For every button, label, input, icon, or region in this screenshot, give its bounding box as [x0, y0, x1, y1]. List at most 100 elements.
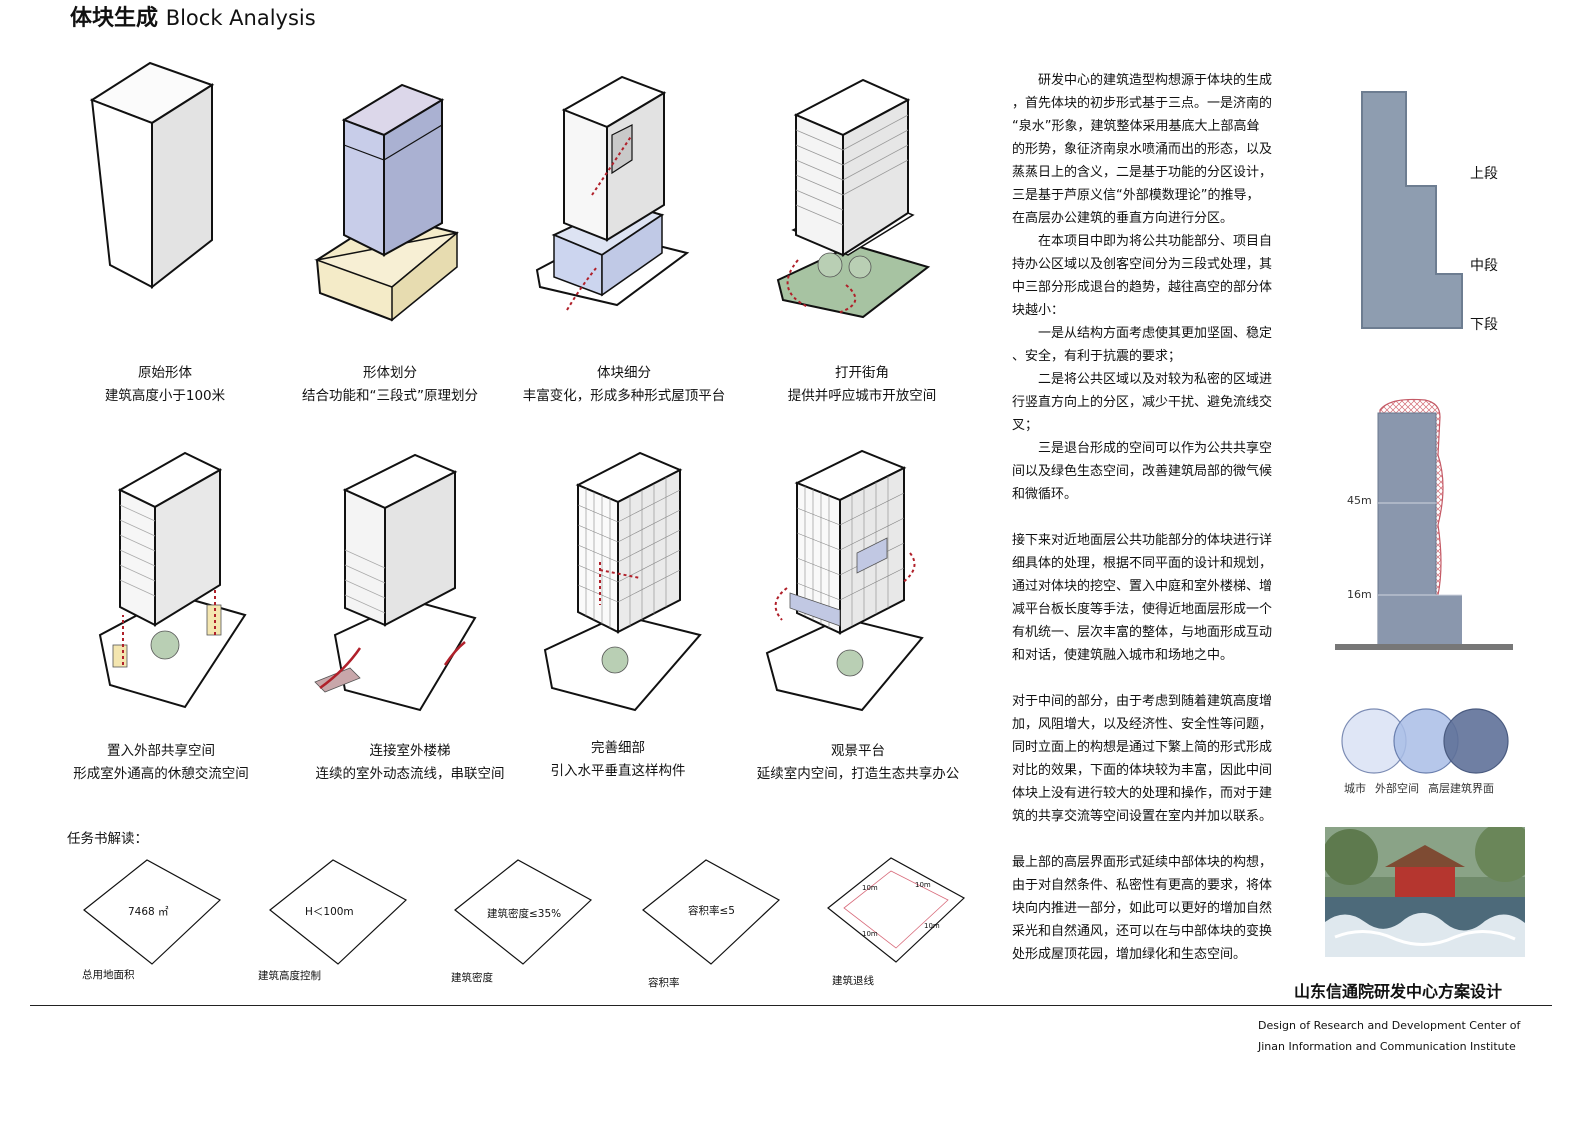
desc-line: 、安全，有利于抗震的要求；: [1012, 349, 1182, 364]
step-7-desc: 引入水平垂直这样构件: [550, 763, 686, 779]
desc-line: 在本项目中即为将公共功能部分、项目自: [1038, 234, 1273, 249]
block-shared-space: [98, 451, 247, 709]
step-5-desc: 形成室外通高的休憩交流空间: [73, 766, 249, 782]
step-3-caption: 体块细分 丰富变化，形成多种形式屋顶平台: [523, 362, 726, 408]
desc-line: 有机统一、层次丰富的整体，与地面形成互动: [1012, 625, 1273, 640]
desc-line: 叉；: [1012, 418, 1039, 433]
block-division: [314, 83, 459, 322]
block-subdivision: [535, 75, 690, 311]
task-label-5: 建筑退线: [832, 975, 874, 987]
spring-photo: [1325, 827, 1525, 957]
step-4-title: 打开街角: [835, 365, 889, 381]
project-title-cn: 山东信通院研发中心方案设计: [1294, 982, 1503, 1001]
step-3-desc: 丰富变化，形成多种形式屋顶平台: [522, 388, 726, 404]
venn-label-outdoor: 外部空间: [1375, 782, 1419, 795]
step-1-caption: 原始形体 建筑高度小于100米: [105, 362, 225, 408]
desc-line: 对比的效果，下面的体块较为丰富，因此中间: [1012, 763, 1273, 778]
desc-line: 和对话，使建筑融入城市和场地之中。: [1012, 648, 1234, 663]
step-8-title: 观景平台: [831, 743, 885, 759]
step-6-desc: 连续的室外动态流线，串联空间: [315, 766, 505, 782]
desc-line: 二是将公共区域以及对较为私密的区域进: [1038, 372, 1273, 387]
desc-line: 一是从结构方面考虑使其更加坚固、稳定: [1038, 326, 1273, 341]
desc-line: “泉水”形象，建筑整体采用基底大上部高耸: [1012, 119, 1260, 134]
desc-line: 体块上没有进行较大的处理和操作，而对于建: [1012, 786, 1273, 801]
step-6-caption: 连接室外楼梯 连续的室外动态流线，串联空间: [316, 740, 505, 786]
block-outdoor-stairs: [314, 453, 477, 712]
task-label-1: 总用地面积: [82, 969, 135, 981]
block-open-corner: [776, 78, 931, 319]
setback-tag-4: 10m: [924, 922, 940, 930]
setback-tag-1: 10m: [862, 884, 878, 892]
step-4-caption: 打开街角 提供并呼应城市开放空间: [788, 362, 937, 408]
desc-line: 和微循环。: [1012, 487, 1078, 502]
project-title-en-line1: Design of Research and Development Cente…: [1258, 1019, 1521, 1032]
tower-height-diagram: [1335, 398, 1513, 650]
task-diamond-4: [642, 859, 781, 965]
step-4-desc: 提供并呼应城市开放空间: [787, 388, 937, 404]
desc-line: 三是退台形成的空间可以作为公共共享空: [1038, 441, 1273, 456]
task-diamond-1: [83, 859, 222, 965]
desc-line: 减平台板长度等手法，使得近地面层形成一个: [1012, 602, 1273, 617]
desc-line: 由于对自然条件、私密性有更高的要求，将体: [1012, 878, 1273, 893]
desc-line: 处形成屋顶花园，增加绿化和生态空间。: [1012, 947, 1247, 962]
step-8-desc: 延续室内空间，打造生态共享办公: [756, 766, 960, 782]
desc-line: ，首先体块的初步形式基于三点。一是济南的: [1012, 96, 1273, 111]
task-value-4: 容积率≤5: [688, 905, 735, 917]
height-label-16m: 16m: [1347, 588, 1372, 601]
stack-label-mid: 中段: [1470, 258, 1498, 274]
step-8-caption: 观景平台 延续室内空间，打造生态共享办公: [757, 740, 960, 786]
desc-line: 间以及绿色生态空间，改善建筑局部的微气候: [1012, 464, 1273, 479]
height-label-45m: 45m: [1347, 494, 1372, 507]
task-diamond-5: [827, 857, 966, 963]
desc-line: 接下来对近地面层公共功能部分的体块进行详: [1012, 533, 1273, 548]
step-6-title: 连接室外楼梯: [369, 743, 451, 759]
desc-line: 通过对体块的挖空、置入中庭和室外楼梯、增: [1012, 579, 1273, 594]
three-section-stack-diagram: [1361, 91, 1463, 329]
setback-tag-3: 10m: [862, 930, 878, 938]
block-original-mass: [89, 61, 215, 290]
desc-line: 细具体的处理，根据不同平面的设计和规划，: [1012, 556, 1273, 571]
desc-line: 持办公区域以及创客空间分为三段式处理，其: [1012, 257, 1273, 272]
task-value-2: H＜100m: [305, 906, 354, 918]
step-2-title: 形体划分: [363, 365, 417, 381]
title-en: Block Analysis: [165, 6, 316, 30]
task-heading: 任务书解读：: [67, 831, 148, 847]
block-detail-grid: [543, 451, 702, 712]
task-diamond-3: [454, 859, 593, 965]
desc-line: 的形势，象征济南泉水喷涌而出的形态，以及: [1012, 142, 1273, 157]
desc-line: 研发中心的建筑造型构想源于体块的生成: [1038, 73, 1273, 88]
venn-label-city: 城市: [1344, 782, 1366, 795]
desc-line: 加，风阻增大，以及经济性、安全性等问题，: [1012, 717, 1273, 732]
step-2-caption: 形体划分 结合功能和“三段式”原理划分: [302, 362, 478, 408]
footer-divider: [30, 1005, 1552, 1006]
step-5-caption: 置入外部共享空间 形成室外通高的休憩交流空间: [73, 740, 249, 786]
desc-line: 蒸蒸日上的含义，二是基于功能的分区设计，: [1012, 165, 1273, 180]
page-title: 体块生成 Block Analysis: [70, 0, 316, 32]
desc-line: 在高层办公建筑的垂直方向进行分区。: [1012, 211, 1234, 226]
step-5-title: 置入外部共享空间: [107, 743, 215, 759]
task-value-1: 7468 ㎡: [128, 906, 169, 918]
desc-line: 中三部分形成退台的趋势，越往高空的部分体: [1012, 280, 1273, 295]
desc-line: 筑的共享交流等空间设置在室内并加以联系。: [1012, 809, 1273, 824]
step-1-title: 原始形体: [138, 365, 192, 381]
stack-label-bottom: 下段: [1470, 317, 1498, 333]
title-cn: 体块生成: [70, 6, 159, 31]
step-3-title: 体块细分: [597, 365, 651, 381]
desc-line: 行竖直方向上的分区，减少干扰、避免流线交: [1012, 395, 1273, 410]
task-label-4: 容积率: [648, 977, 680, 989]
step-7-title: 完善细部: [591, 740, 645, 756]
venn-label-facade: 高层建筑界面: [1428, 782, 1494, 795]
step-7-caption: 完善细部 引入水平垂直这样构件: [551, 737, 686, 783]
desc-line: 块向内推进一部分，如此可以更好的增加自然: [1012, 901, 1273, 916]
desc-line: 采光和自然通风，还可以在与中部体块的变换: [1012, 924, 1273, 939]
desc-line: 块越小：: [1012, 303, 1065, 318]
description-text: 研发中心的建筑造型构想源于体块的生成 ，首先体块的初步形式基于三点。一是济南的 …: [1012, 69, 1287, 966]
task-diamond-2: [269, 859, 408, 965]
step-2-desc: 结合功能和“三段式”原理划分: [302, 388, 478, 404]
project-title-en: Design of Research and Development Cente…: [1258, 1015, 1520, 1057]
desc-line: 三是基于芦原义信“外部模数理论”的推导，: [1012, 188, 1260, 203]
stack-label-top: 上段: [1470, 166, 1498, 182]
task-label-3: 建筑密度: [451, 972, 493, 984]
step-1-desc: 建筑高度小于100米: [104, 388, 226, 404]
desc-line: 同时立面上的构想是通过下繁上简的形式形成: [1012, 740, 1273, 755]
